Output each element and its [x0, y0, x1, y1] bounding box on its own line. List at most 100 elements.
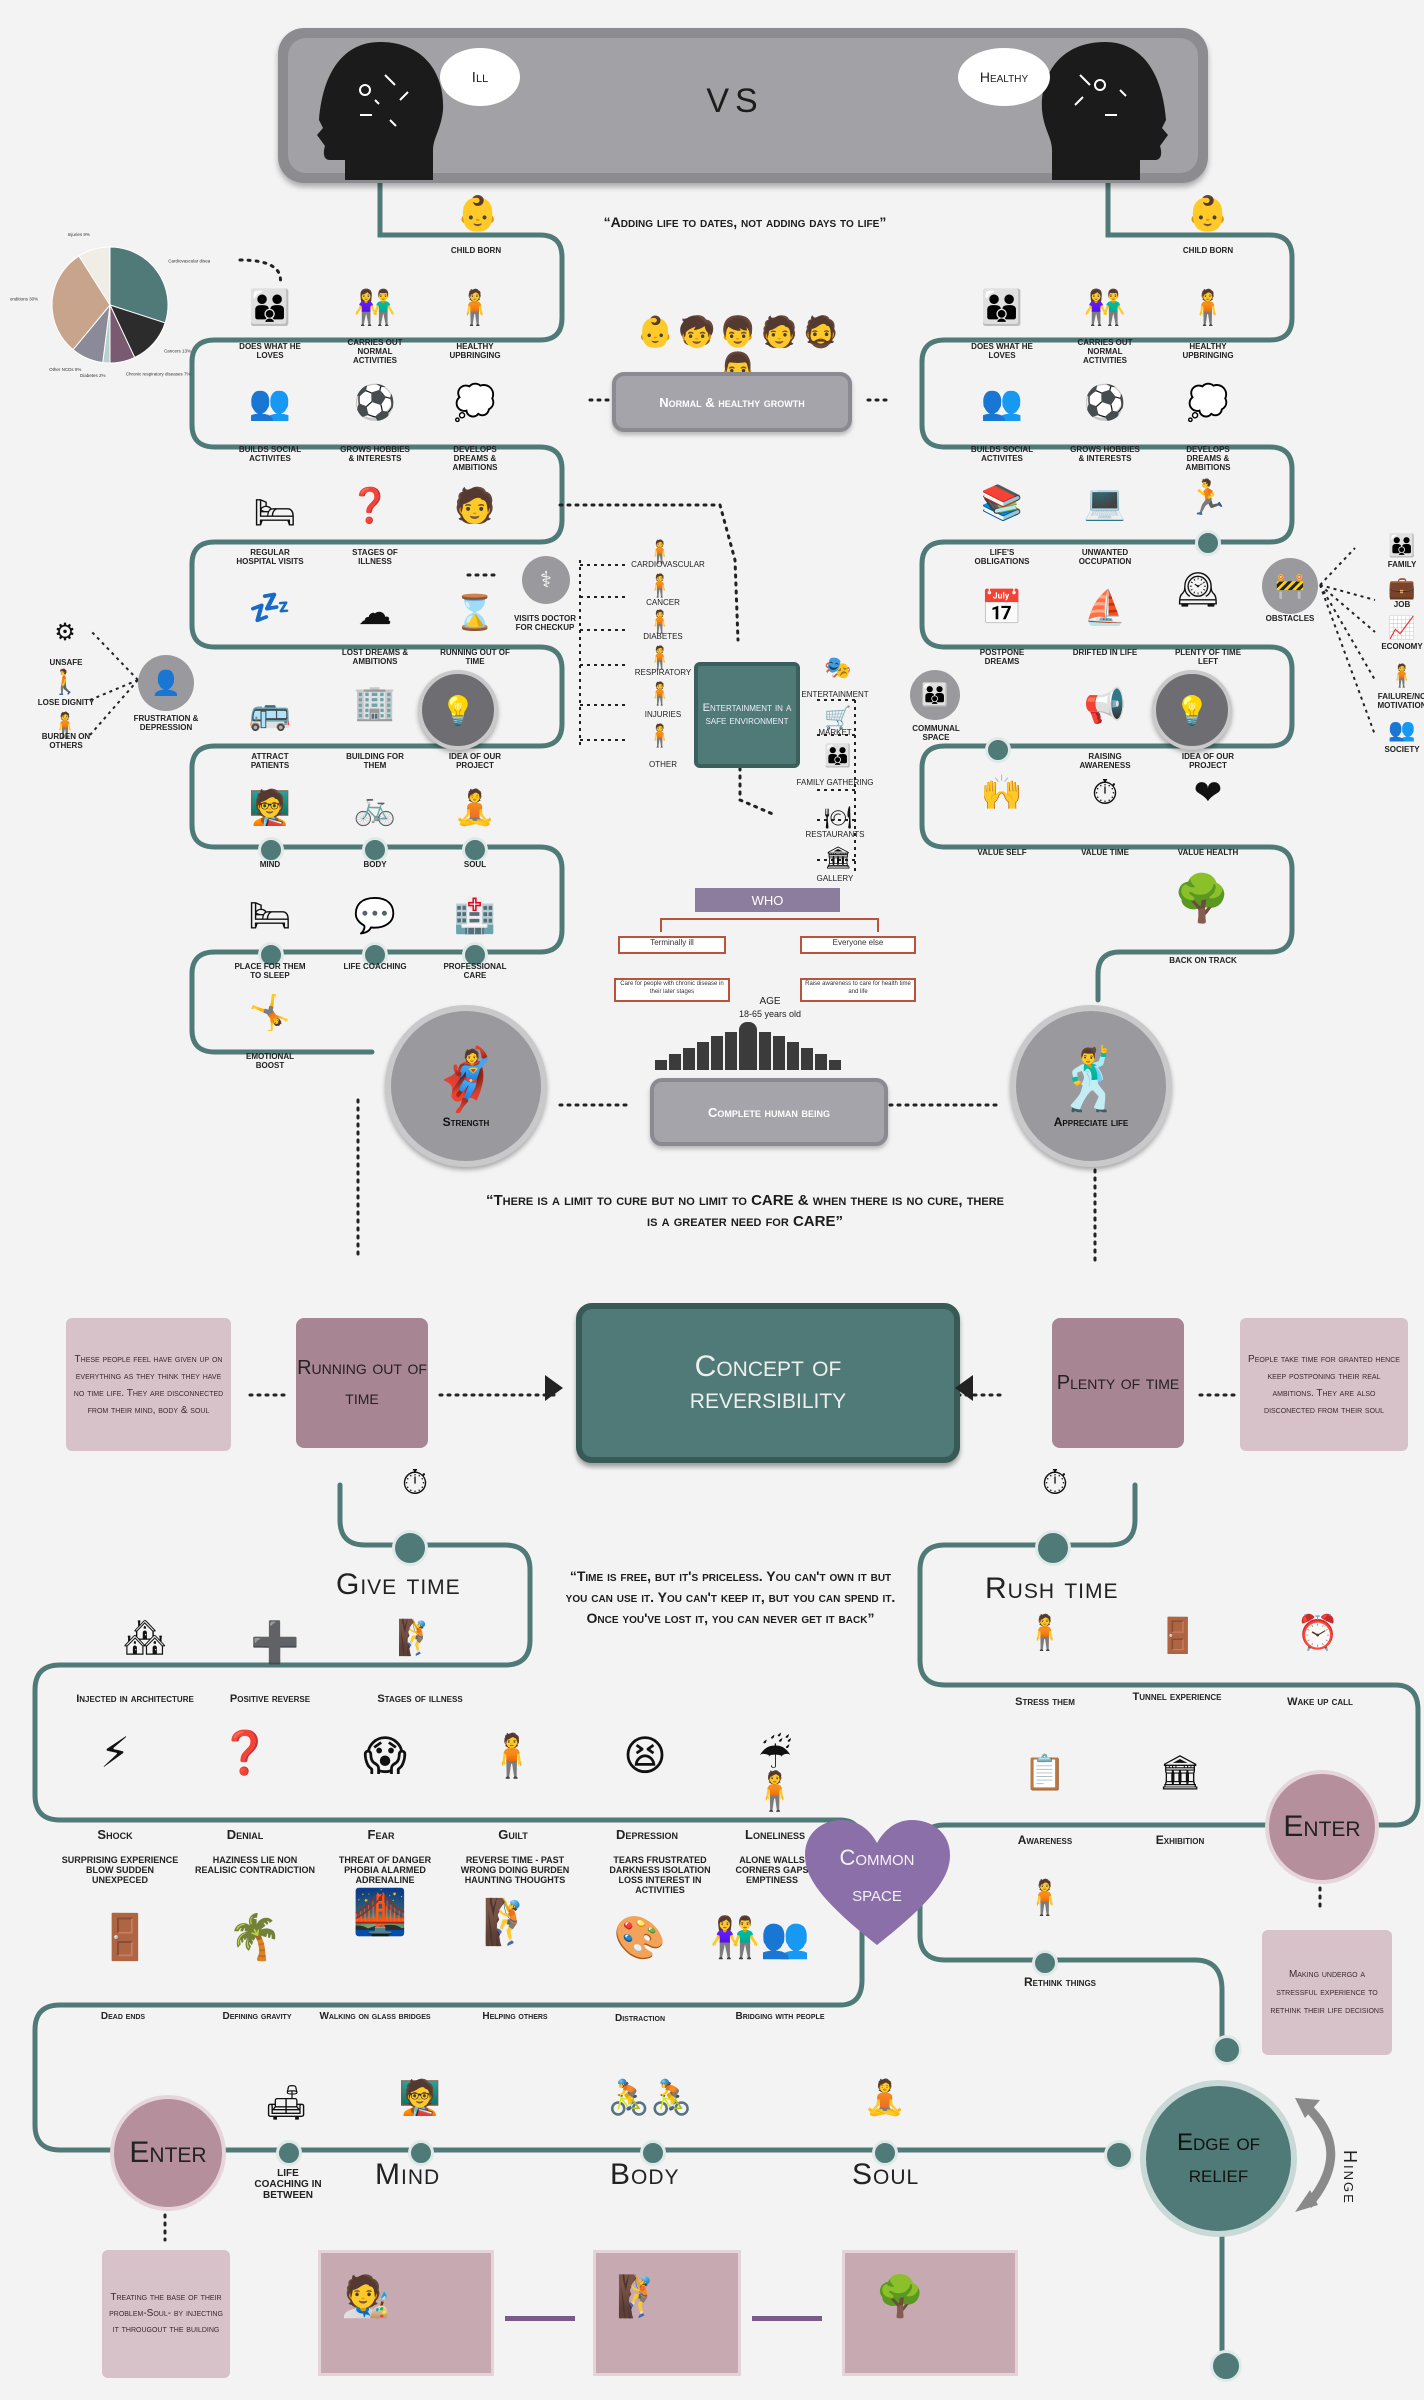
- mind-bottom-node: [408, 2140, 434, 2166]
- left-row1-2: Healthy upbringing: [449, 342, 501, 360]
- soul-title: Soul: [852, 2158, 920, 2191]
- back-on-track: Back on track: [1169, 956, 1237, 965]
- concept-box: Concept of reversibility: [576, 1303, 960, 1463]
- mind-photo: 🧑‍🎨: [318, 2250, 494, 2376]
- right-row5-1: Idea of our project: [1181, 752, 1235, 770]
- right-row4-2: Plenty of time left: [1174, 648, 1242, 666]
- stage-guilt: Guilt: [498, 1827, 528, 1842]
- healthy-label: Healthy: [979, 69, 1029, 85]
- pie-label: Communicable, maternal, perinatal and nu…: [10, 296, 38, 301]
- vs-label: VS: [706, 82, 764, 120]
- obstacle-society: Society: [1384, 745, 1420, 754]
- crowd-icon: 👥: [248, 384, 292, 422]
- enter-label-left: Enter: [129, 2136, 207, 2169]
- left-lower-row1-2: Stages of illness: [377, 1693, 463, 1705]
- plenty-desc: People take time for granted hence keep …: [1240, 1318, 1408, 1451]
- pie-slice: [51, 255, 111, 351]
- left-row1-1: Carries out normal activities: [347, 338, 403, 365]
- nurse-icon: 🏥: [453, 897, 497, 935]
- arrow-right-icon: [545, 1375, 563, 1401]
- injuries-icon: 🧍: [646, 681, 674, 706]
- right-lower-row1-0: Stress them: [1015, 1696, 1075, 1708]
- failure-icon: 🧍: [1388, 663, 1416, 688]
- ent-item-3: Restaurants: [805, 830, 865, 839]
- gravity-icon: 🌴: [227, 1913, 283, 1962]
- emotional-boost-icon: 🤸: [248, 994, 292, 1032]
- left-row5-2: Idea of our project: [448, 752, 502, 770]
- sports-icon: ⚽: [353, 384, 397, 422]
- diabetes-icon: 🧍: [646, 609, 674, 634]
- who-connector: [660, 918, 879, 932]
- obligations-icon: 📚: [980, 484, 1024, 522]
- who-left: Terminally ill: [618, 936, 726, 954]
- pie-label: Cancers 13%: [164, 349, 191, 354]
- response-bridging: Bridging with people: [735, 2011, 825, 2022]
- baby-icon: 👶: [456, 195, 500, 233]
- rush-time-title: Rush time: [985, 1572, 1119, 1605]
- soul-photo: 🌳: [842, 2250, 1018, 2376]
- pie-label: Other NCDs 9%: [49, 367, 81, 372]
- child-icon: 🧍: [453, 289, 497, 327]
- left-lower-row1-1: Positive reverse: [229, 1693, 311, 1705]
- left-row5-0: Attract patients: [250, 752, 290, 770]
- communal-space: Communal space: [912, 724, 960, 742]
- hist-bar: [739, 1022, 757, 1070]
- quote-time: “Time is free, but it's priceless. You c…: [565, 1568, 896, 1626]
- obstacle-family: Family: [1387, 560, 1417, 569]
- left-row3-0: Regular hospital visits: [236, 548, 304, 566]
- stage-denial: Denial: [226, 1827, 264, 1842]
- rethink-icon: 🧍: [1023, 1879, 1067, 1917]
- shock-icon: ⚡: [100, 1729, 130, 1776]
- guilt-icon: 🧍: [485, 1732, 539, 1779]
- awareness-icon: 📋: [1023, 1754, 1067, 1792]
- arrow-left-icon: [955, 1375, 973, 1401]
- edge-of-relief-circle: Edge of relief: [1140, 2080, 1297, 2237]
- pie-label: Cardiovascular diseases 30%: [168, 259, 210, 264]
- right-row3-0: Life's obligations: [974, 548, 1030, 566]
- value-time-icon: ⏱: [1091, 774, 1119, 812]
- glass-bridge-icon: 🌉: [352, 1888, 408, 1937]
- complete-human-label: Complete human being: [707, 1104, 831, 1120]
- edge-bottom-node: [1210, 2350, 1242, 2382]
- dreamer-icon-right: 💭: [1186, 384, 1230, 422]
- postpone-icon: 📅: [980, 589, 1024, 627]
- visits-doctor: Visits doctor for checkup: [513, 614, 577, 632]
- alarm-icon: ⏰: [1296, 1614, 1340, 1652]
- hist-bar: [655, 1060, 667, 1070]
- ent-icon-0: 🎭: [824, 655, 852, 680]
- left-row2-1: Grows hobbies & interests: [340, 445, 410, 463]
- coaching-icon: 💬: [353, 897, 397, 935]
- right-row2-2: Develops dreams & ambitions: [1185, 445, 1231, 472]
- hist-bar: [829, 1060, 841, 1070]
- soul-photo-icon: 🌳: [875, 2275, 925, 2319]
- lose-dignity-icon: 🚶: [50, 669, 80, 696]
- enter-label-right: Enter: [1283, 1810, 1361, 1843]
- hist-bar: [669, 1054, 681, 1070]
- denial-icon: ❓: [218, 1729, 272, 1776]
- plenty-time-box: Plenty of time: [1052, 1318, 1184, 1448]
- left-row4-1: Running out of time: [440, 648, 510, 666]
- idea-circle-right: 💡: [1152, 670, 1232, 750]
- soul-bottom-node: [872, 2140, 898, 2166]
- normal-growth-box: Normal & healthy growth: [612, 372, 852, 432]
- enter-circle-left: Enter: [110, 2095, 226, 2211]
- right-row1-2: Healthy upbringing: [1182, 342, 1234, 360]
- depression-icon: 😫: [623, 1732, 667, 1779]
- obstacles-label: Obstacles: [1265, 614, 1315, 623]
- right-row1-0: Does what he loves: [971, 342, 1033, 360]
- right-lower-row2-1: Exhibition: [1155, 1833, 1205, 1847]
- hist-bar: [773, 1036, 785, 1070]
- cause-unsafe: Unsafe: [49, 658, 83, 667]
- left-row1-0: Does what he loves: [239, 342, 301, 360]
- strength-icon: 🦸: [428, 1045, 504, 1113]
- society-icon: 👥: [1388, 717, 1416, 742]
- quote-mid: “There is a limit to cure but no limit t…: [486, 1192, 1004, 1230]
- communal-space-circle: 👪: [910, 670, 960, 720]
- left-row3-1: Stages of illness: [352, 548, 398, 566]
- left-row2-2: Develops dreams & ambitions: [452, 445, 498, 472]
- plus-icon: ➕: [250, 1621, 300, 1665]
- body-icon: 🚴🚴: [607, 2079, 693, 2117]
- stopwatch-icon-left: ⏱: [401, 1464, 429, 1502]
- cardio-icon: 🧍: [646, 539, 674, 564]
- healthy-head-icon: [1041, 42, 1168, 180]
